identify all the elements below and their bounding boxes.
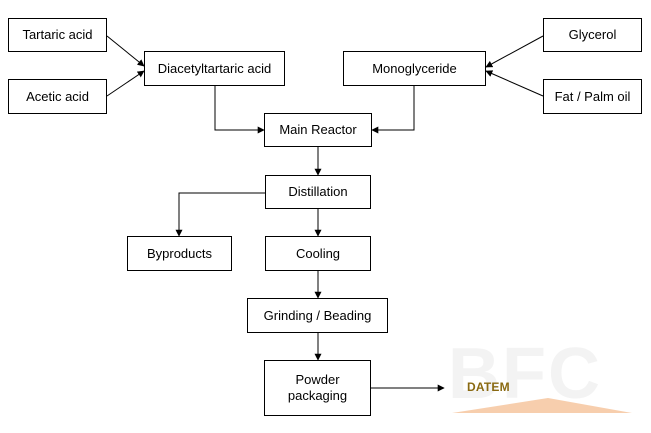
node-acetic-acid: Acetic acid	[8, 79, 107, 114]
node-tartaric-acid: Tartaric acid	[8, 18, 107, 52]
node-byproducts: Byproducts	[127, 236, 232, 271]
edge-glycerol-to-monoglyceride	[485, 35, 544, 68]
edge-tartaric-to-diacetyl	[106, 35, 145, 67]
node-diacetyltartaric-acid: Diacetyltartaric acid	[144, 51, 285, 86]
node-powder-packaging: Powder packaging	[264, 360, 371, 416]
node-glycerol: Glycerol	[543, 18, 642, 52]
node-tartaric-acid-label: Tartaric acid	[22, 27, 93, 42]
edge-fat-to-monoglyceride	[485, 70, 544, 97]
node-cooling-label: Cooling	[295, 245, 341, 261]
node-main-reactor-label: Main Reactor	[279, 122, 357, 137]
node-main-reactor: Main Reactor	[264, 113, 372, 147]
watermark-logo-text: BFC	[448, 334, 602, 414]
edge-monoglyceride-to-reactor	[371, 86, 415, 134]
node-distillation: Distillation	[265, 175, 371, 209]
edge-diacetyl-to-reactor	[214, 86, 265, 134]
node-acetic-acid-label: Acetic acid	[26, 88, 89, 104]
node-byproducts-label: Byproducts	[146, 245, 213, 261]
node-powder-packaging-label: Powder packaging	[287, 372, 348, 403]
output-label-datem: DATEM	[467, 380, 510, 394]
node-fat-palm-oil: Fat / Palm oil	[543, 79, 642, 114]
node-monoglyceride: Monoglyceride	[343, 51, 486, 86]
node-monoglyceride-label: Monoglyceride	[372, 60, 457, 76]
watermark-triangle-shape	[452, 398, 632, 413]
edge-distillation-to-byproducts	[175, 192, 265, 237]
node-diacetyltartaric-acid-label: Diacetyltartaric acid	[157, 60, 272, 76]
node-grinding-beading: Grinding / Beading	[247, 298, 388, 333]
node-distillation-label: Distillation	[288, 184, 348, 199]
node-cooling: Cooling	[265, 236, 371, 271]
node-grinding-beading-label: Grinding / Beading	[263, 307, 372, 323]
edge-acetic-to-diacetyl	[106, 70, 145, 97]
node-glycerol-label: Glycerol	[568, 27, 617, 42]
node-fat-palm-oil-label: Fat / Palm oil	[554, 88, 631, 104]
